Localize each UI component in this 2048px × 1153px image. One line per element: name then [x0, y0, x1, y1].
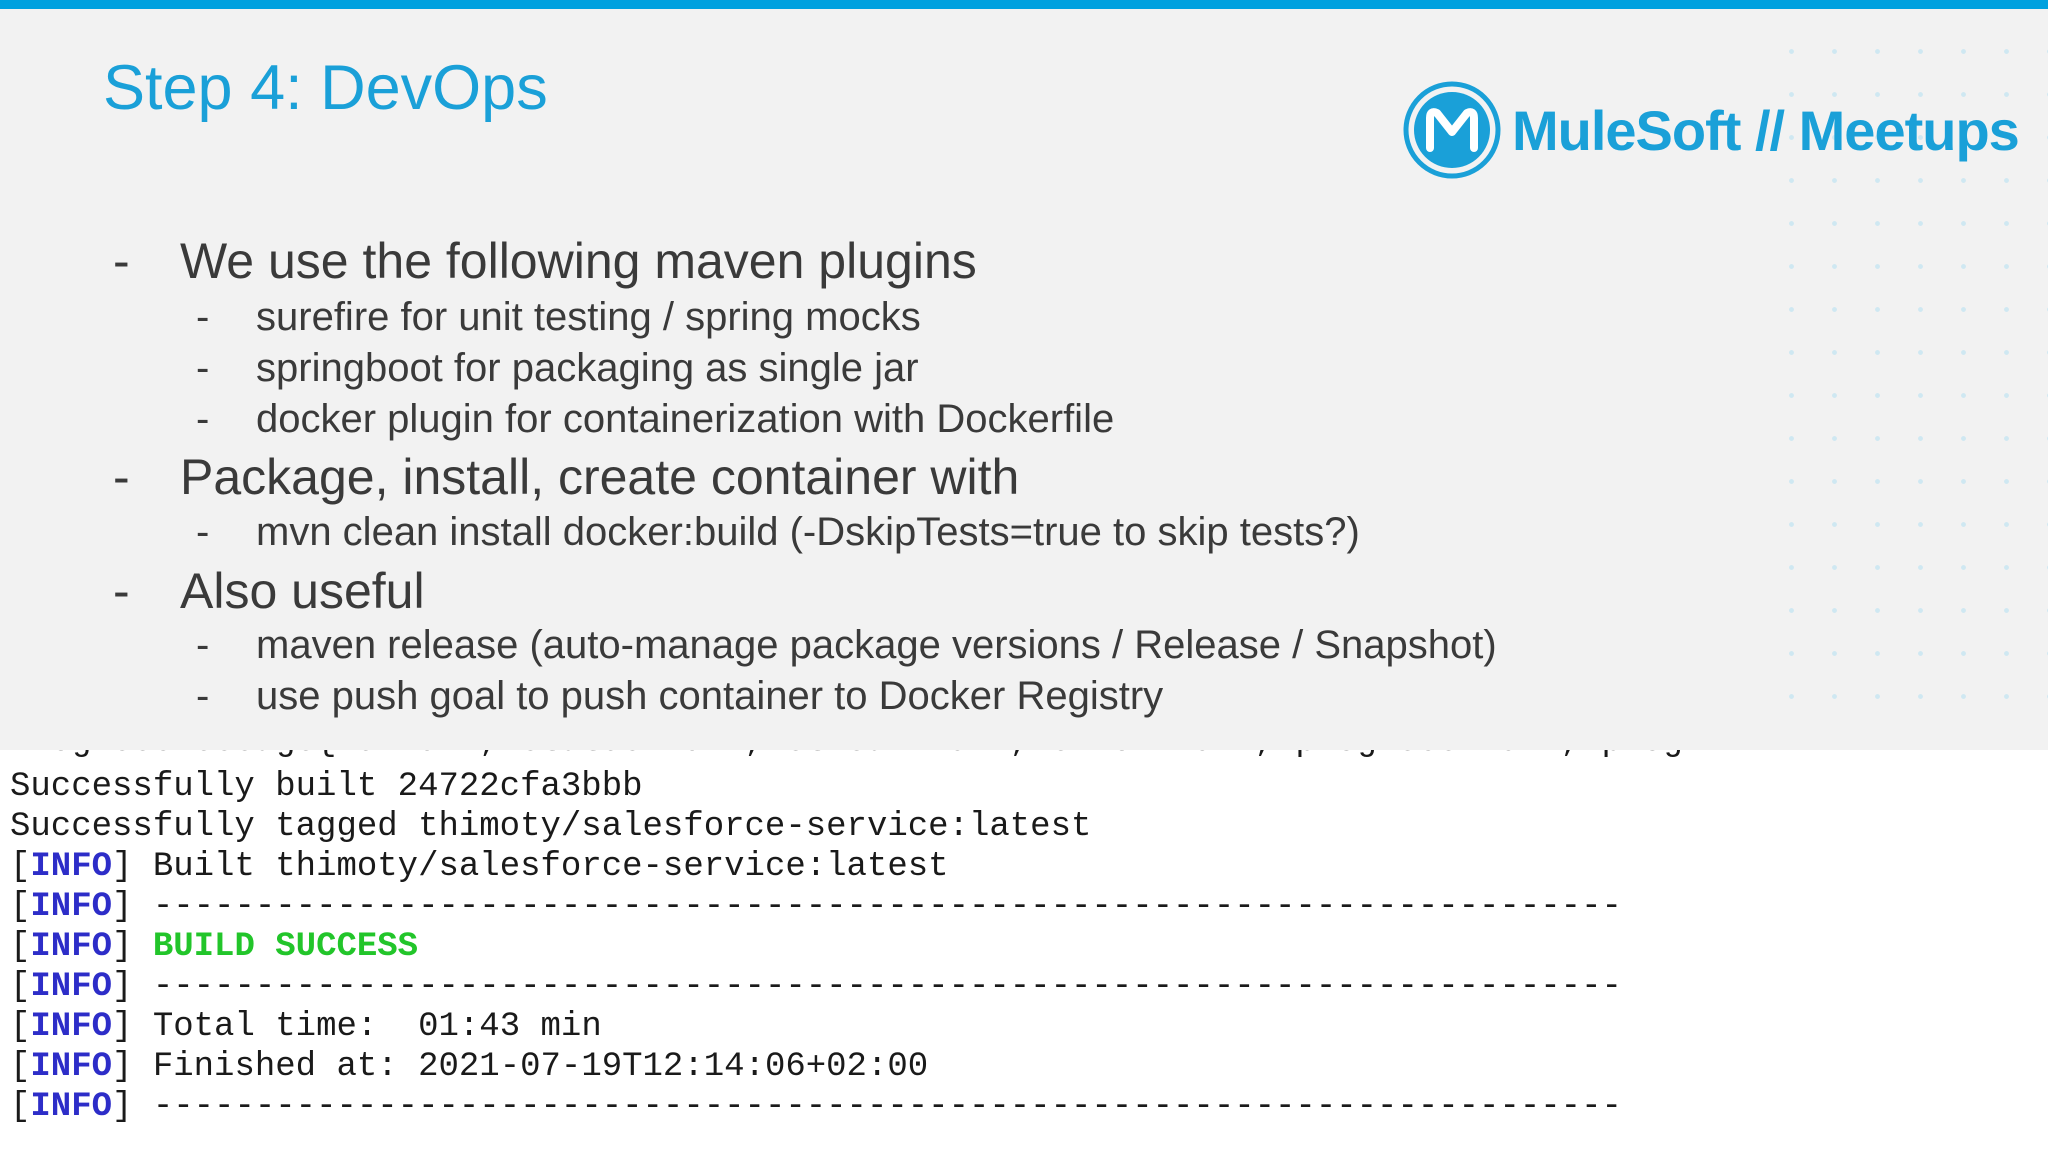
bracket-close: ]	[112, 968, 133, 1006]
info-separator: ----------------------------------------…	[152, 888, 1622, 926]
terminal-info-line: [INFO] ---------------------------------…	[10, 968, 1622, 1006]
info-tag: INFO	[30, 1088, 113, 1126]
bracket-close: ]	[112, 1008, 133, 1046]
info-separator: ----------------------------------------…	[152, 968, 1622, 1006]
info-text: Finished at: 2021-07-19T12:14:06+02:00	[152, 1048, 929, 1086]
bracket-open: [	[10, 1048, 31, 1086]
info-tag: INFO	[30, 928, 113, 966]
bracket-close: ]	[112, 1088, 133, 1126]
info-tag: INFO	[30, 1048, 113, 1086]
slide-title: Step 4: DevOps	[103, 53, 548, 123]
build-success-text: BUILD SUCCESS	[152, 928, 419, 966]
bullet-text: We use the following maven plugins	[180, 233, 977, 289]
bracket-open: [	[10, 848, 31, 886]
bracket-open: [	[10, 928, 31, 966]
terminal-line: Successfully built 24722cfa3bbb	[10, 768, 643, 806]
bullet-dash: -	[113, 563, 130, 619]
info-tag: INFO	[30, 1008, 113, 1046]
terminal-info-line: [INFO] ---------------------------------…	[10, 1088, 1622, 1126]
bullet-text: maven release (auto-manage package versi…	[256, 623, 1497, 667]
terminal-line: Successfully tagged thimoty/salesforce-s…	[10, 808, 1092, 846]
bracket-open: [	[10, 1008, 31, 1046]
bullet-text: springboot for packaging as single jar	[256, 346, 919, 390]
terminal-info-line: [INFO] Finished at: 2021-07-19T12:14:06+…	[10, 1048, 928, 1086]
bracket-open: [	[10, 968, 31, 1006]
info-tag: INFO	[30, 848, 113, 886]
bullet-dash: -	[113, 233, 130, 289]
bullet-text: Package, install, create container with	[180, 449, 1020, 505]
bullet-dash: -	[196, 623, 210, 667]
bracket-close: ]	[112, 1048, 133, 1086]
top-accent-bar	[0, 0, 2048, 9]
terminal-info-line: [INFO] Total time: 01:43 min	[10, 1008, 602, 1046]
info-text: Total time: 01:43 min	[152, 1008, 602, 1046]
bracket-close: ]	[112, 928, 133, 966]
bullet-text: docker plugin for containerization with …	[256, 397, 1115, 441]
terminal-info-line: [INFO] Built thimoty/salesforce-service:…	[10, 848, 949, 886]
bullet-text: surefire for unit testing / spring mocks	[256, 295, 921, 339]
bracket-open: [	[10, 888, 31, 926]
bracket-close: ]	[112, 888, 133, 926]
bullet-dash: -	[196, 346, 210, 390]
info-tag: INFO	[30, 888, 113, 926]
bullet-dash: -	[113, 449, 130, 505]
bracket-open: [	[10, 1088, 31, 1126]
bracket-close: ]	[112, 848, 133, 886]
mulesoft-logo-icon	[1403, 81, 1501, 179]
bullet-dash: -	[196, 510, 210, 554]
bullet-text: mvn clean install docker:build (-DskipTe…	[256, 510, 1360, 554]
decorative-dot-grid	[1770, 30, 2048, 730]
bullet-text: use push goal to push container to Docke…	[256, 674, 1164, 718]
bullet-dash: -	[196, 295, 210, 339]
terminal-info-line: [INFO] BUILD SUCCESS	[10, 928, 418, 966]
info-separator: ----------------------------------------…	[152, 1088, 1622, 1126]
terminal-info-line: [INFO] ---------------------------------…	[10, 888, 1622, 926]
bullet-dash: -	[196, 674, 210, 718]
mulesoft-meetups-logo: MuleSoft // Meetups	[1402, 80, 2020, 180]
info-tag: INFO	[30, 968, 113, 1006]
bullet-dash: -	[196, 397, 210, 441]
bullet-text: Also useful	[180, 563, 425, 619]
info-text: Built thimoty/salesforce-service:latest	[152, 848, 949, 886]
terminal-line-cut-off: ProgressMessage{id=null, status=null, st…	[10, 750, 1683, 761]
terminal-output-screenshot: ProgressMessage{id=null, status=null, st…	[0, 750, 2048, 1153]
logo-text: MuleSoft // Meetups	[1512, 98, 2020, 162]
